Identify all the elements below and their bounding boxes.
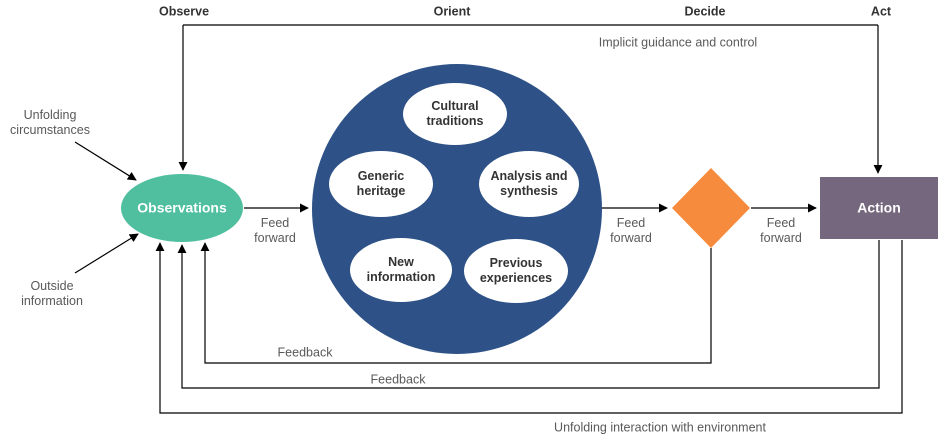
outside-information-arrow: [74, 233, 139, 274]
action-node: [820, 177, 938, 239]
decide-diamond-node: [672, 168, 750, 248]
analysis-synthesis-node: [479, 151, 579, 217]
feedback-decide-line: [200, 242, 712, 364]
previous-experiences-node: [464, 239, 568, 303]
observations-node: [121, 174, 243, 242]
feedback-action-line: [177, 240, 880, 389]
cultural-traditions-node: [403, 83, 507, 145]
environment-loop-line: [155, 240, 903, 414]
unfolding-circumstances-arrow: [74, 141, 137, 181]
new-information-node: [350, 238, 452, 302]
generic-heritage-node: [329, 151, 433, 217]
